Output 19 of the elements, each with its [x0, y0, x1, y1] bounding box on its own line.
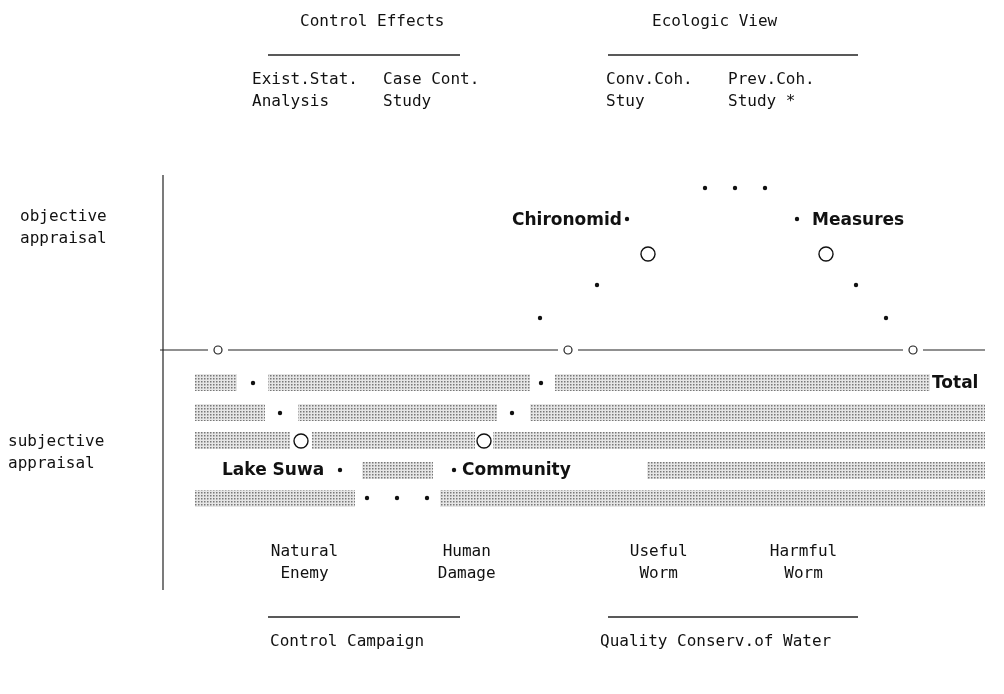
row-group-heading: Control Campaign [270, 630, 425, 652]
axis-label: subjective appraisal [8, 430, 106, 474]
point-label: Measures [812, 208, 905, 230]
column-heading: Exist.Stat. Analysis [252, 68, 359, 112]
row-group-heading: Quality Conserv.of Water [600, 630, 832, 652]
column-heading: Conv.Coh. Stuy [606, 68, 694, 112]
column-group-heading: Control Effects [300, 10, 445, 32]
column-group-heading: Ecologic View [652, 10, 778, 32]
point-label: Community [462, 458, 571, 480]
column-heading: Case Cont. Study [383, 68, 481, 112]
axis-label: objective appraisal [20, 205, 108, 249]
column-heading: Prev.Coh. Study * [728, 68, 816, 112]
point-label: Lake Suwa [222, 458, 325, 480]
row-heading: Natural Enemy [269, 540, 340, 584]
point-label: Total [932, 371, 979, 393]
row-heading: Human Damage [436, 540, 497, 584]
row-heading: Useful Worm [628, 540, 689, 584]
point-label: Chironomid [512, 208, 622, 230]
row-heading: Harmful Worm [768, 540, 839, 584]
